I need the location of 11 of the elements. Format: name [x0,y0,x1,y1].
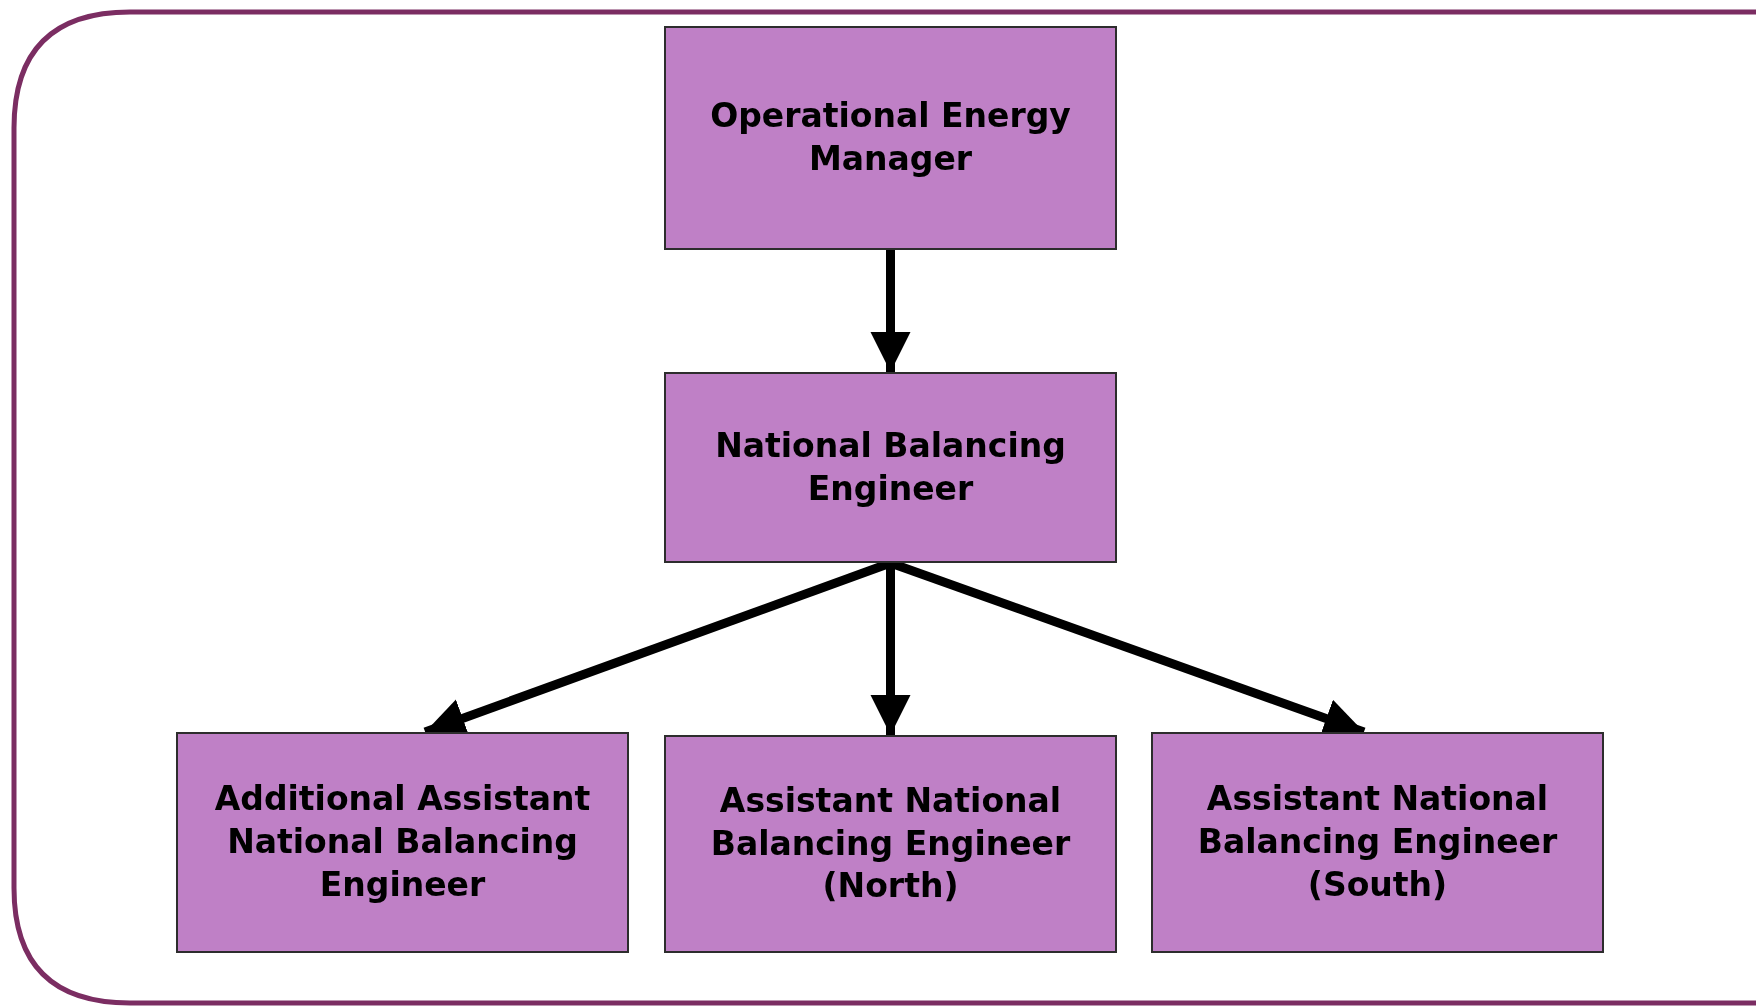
role-title: Assistant National Balancing Engineer (North) [709,779,1072,908]
role-title: National Balancing Engineer [714,424,1067,510]
role-box [664,735,1117,953]
role-title: Assistant National Balancing Engineer (South) [1196,778,1559,906]
role-box [176,732,629,953]
role-box [1151,732,1604,953]
role-title: Additional Assistant National Balancing Engineer [213,778,592,906]
role-box [664,372,1117,563]
role-box [664,26,1117,250]
role-title: Operational Energy Manager [709,95,1072,180]
arrow [870,250,911,372]
